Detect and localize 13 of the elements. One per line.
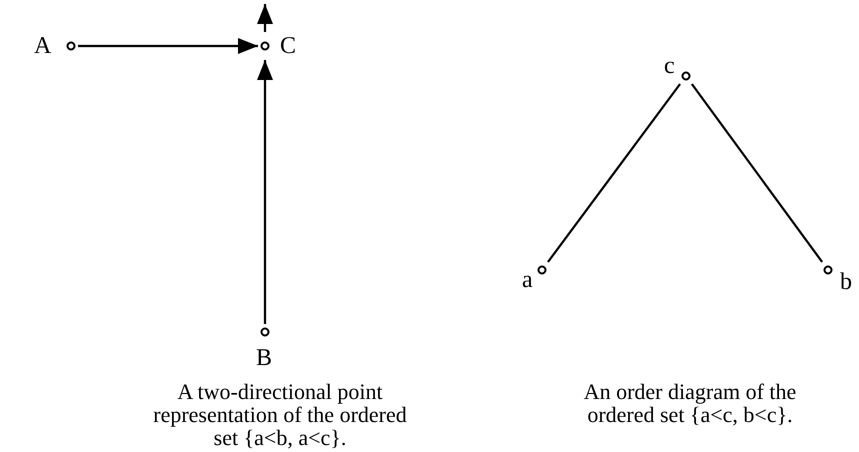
line <box>547 83 681 263</box>
line <box>690 83 824 263</box>
point-label: a <box>522 268 533 292</box>
point-label: B <box>256 346 272 370</box>
point-label: c <box>664 54 675 78</box>
point-label: C <box>280 34 296 58</box>
caption: An order diagram of the ordered set {a<c, b<c}. <box>582 380 798 426</box>
point-label: b <box>840 270 852 294</box>
arrow <box>78 38 258 54</box>
point-label: A <box>34 34 52 58</box>
arrow <box>257 4 273 32</box>
arrow <box>257 60 273 324</box>
caption: A two-directional point representation of the ordered set {a<b, a<c}. <box>152 380 408 449</box>
